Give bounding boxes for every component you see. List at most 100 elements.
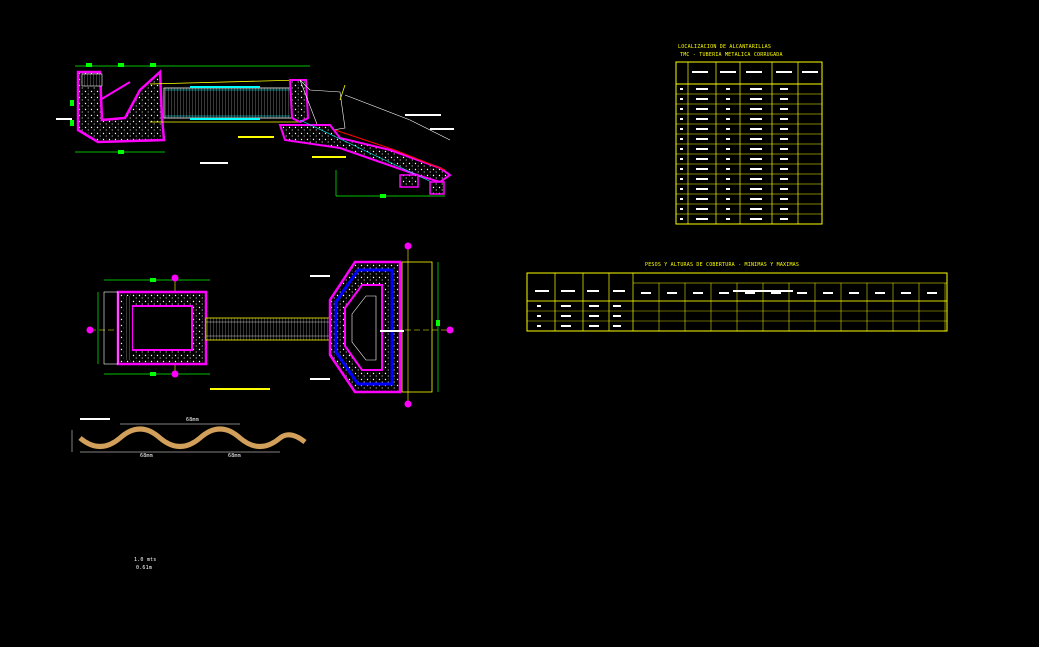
table2-cell	[589, 325, 599, 327]
table1-cell	[750, 98, 762, 100]
table1-cell	[750, 178, 762, 180]
table2-header-cell	[823, 292, 833, 294]
table2-cell	[561, 315, 571, 317]
table2-cell	[613, 325, 621, 327]
culvert-location-table	[675, 61, 823, 225]
table1-cell	[696, 188, 708, 190]
table1-cell	[780, 88, 788, 90]
table1-cell	[726, 138, 730, 140]
table1-cell	[780, 98, 788, 100]
table1-cell	[696, 208, 708, 210]
table2-title: PESOS Y ALTURAS DE COBERTURA - MINIMAS Y…	[645, 262, 800, 268]
table1-cell	[696, 178, 708, 180]
table1-cell	[680, 198, 683, 200]
table1-cell	[780, 158, 788, 160]
table1-cell	[680, 88, 683, 90]
table1-header-cell	[720, 71, 736, 73]
table2-cell	[537, 315, 541, 317]
table1-cell	[726, 108, 730, 110]
table2-header-cell	[875, 292, 885, 294]
table1-cell	[750, 148, 762, 150]
table1-cell	[680, 218, 683, 220]
table1-cell	[750, 168, 762, 170]
table1-cell	[780, 128, 788, 130]
table2-header-cell	[667, 292, 677, 294]
table2-header-cell	[613, 290, 625, 292]
pipe-length-2: 0.61m	[136, 565, 153, 571]
table2-header-cell	[693, 292, 703, 294]
table2-header-cell	[587, 290, 599, 292]
table1-cell	[696, 128, 708, 130]
table1-cell	[680, 138, 683, 140]
table1-cell	[696, 168, 708, 170]
table1-cell	[780, 108, 788, 110]
table1-frame	[675, 61, 823, 225]
table1-header-cell	[692, 71, 708, 73]
table2-header-cell	[849, 292, 859, 294]
table1-cell	[780, 188, 788, 190]
table2-header-cell	[641, 292, 651, 294]
table2-cell	[537, 305, 541, 307]
table1-cell	[726, 178, 730, 180]
table2-group-header	[733, 290, 793, 292]
table1-cell	[696, 98, 708, 100]
table1-cell	[680, 128, 683, 130]
table1-cell	[726, 98, 730, 100]
table1-cell	[680, 208, 683, 210]
table1-cell	[780, 178, 788, 180]
table1-cell	[780, 208, 788, 210]
table1-cell	[750, 208, 762, 210]
table1-header-cell	[802, 71, 818, 73]
table2-header-cell	[901, 292, 911, 294]
table1-header-cell	[776, 71, 792, 73]
table2-cell	[561, 305, 571, 307]
table1-cell	[680, 118, 683, 120]
table1-cell	[750, 118, 762, 120]
table1-cell	[696, 138, 708, 140]
table1-cell	[750, 188, 762, 190]
table1-cell	[680, 108, 683, 110]
table1-cell	[750, 88, 762, 90]
table1-cell	[696, 198, 708, 200]
table2-cell	[589, 305, 599, 307]
table1-cell	[696, 108, 708, 110]
table1-cell	[696, 118, 708, 120]
table1-cell	[750, 158, 762, 160]
table1-cell	[726, 148, 730, 150]
table1-cell	[680, 158, 683, 160]
table1-cell	[750, 218, 762, 220]
table1-cell	[726, 188, 730, 190]
table1-cell	[726, 198, 730, 200]
table2-header-cell	[561, 290, 575, 292]
table1-cell	[726, 168, 730, 170]
table1-cell	[780, 138, 788, 140]
table1-cell	[696, 148, 708, 150]
table2-cell	[613, 315, 621, 317]
wave-pitch-bottom-right: 68mm	[228, 453, 241, 459]
table2-cell	[589, 315, 599, 317]
table1-cell	[696, 218, 708, 220]
table1-cell	[750, 108, 762, 110]
plan-view	[86, 242, 454, 408]
cover-heights-table	[526, 272, 948, 332]
table2-cell	[561, 325, 571, 327]
corrugation-profile	[71, 418, 307, 453]
table1-cell	[780, 168, 788, 170]
table1-cell	[780, 198, 788, 200]
wave-pitch-top: 68mm	[186, 417, 199, 423]
table1-header-cell	[746, 71, 762, 73]
pipe-length-1: 1.0 mts	[134, 557, 157, 563]
table2-header-cell	[927, 292, 937, 294]
table2-cell	[537, 325, 541, 327]
table1-cell	[726, 88, 730, 90]
table2-header-cell	[535, 290, 549, 292]
table2-header-cell	[771, 292, 781, 294]
table1-cell	[696, 88, 708, 90]
table1-cell	[726, 208, 730, 210]
table1-cell	[680, 178, 683, 180]
table1-cell	[726, 128, 730, 130]
table1-cell	[750, 128, 762, 130]
table1-cell	[726, 218, 730, 220]
table1-cell	[680, 188, 683, 190]
